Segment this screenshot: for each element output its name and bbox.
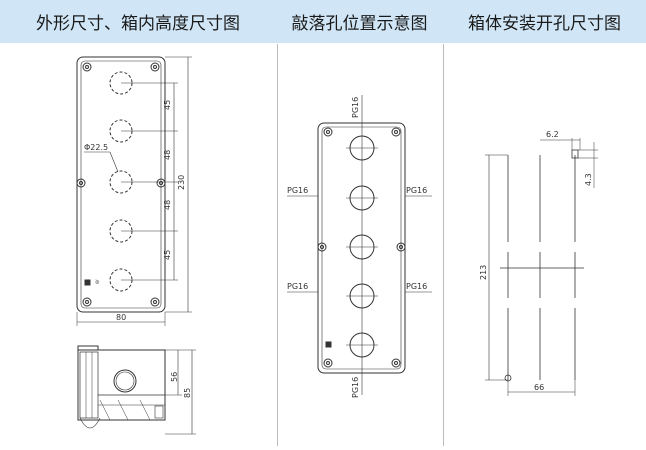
pitch-label-2: 48 — [163, 150, 172, 160]
header-knockout-positions: 敲落孔位置示意图 — [291, 14, 428, 34]
pitch-label-3: 48 — [163, 200, 172, 210]
hole-diameter-label-col3: 4.3 — [584, 173, 593, 186]
knockout-left-2-label: PG16 — [287, 282, 308, 291]
pitch-label-4: 45 — [163, 250, 172, 260]
knockout-drawing — [287, 95, 432, 395]
knockout-top-label: PG16 — [351, 97, 360, 118]
table-header: 外形尺寸、箱内高度尺寸图 敲落孔位置示意图 箱体安装开孔尺寸图 — [0, 0, 646, 43]
knockout-left-1-label: PG16 — [287, 186, 308, 195]
header-mounting-holes: 箱体安装开孔尺寸图 — [468, 14, 621, 34]
pitch-width-label: 66 — [534, 383, 544, 392]
knockout-right-2-label: PG16 — [406, 282, 427, 291]
hole-diameter-label: Φ22.5 — [84, 143, 108, 152]
side-view-drawing — [77, 345, 196, 435]
column-divider — [277, 44, 278, 446]
maker-mark: ঊ — [94, 279, 100, 286]
hole-offset-label: 6.2 — [546, 130, 559, 139]
pitch-label-1: 45 — [163, 100, 172, 110]
knockout-right-1-label: PG16 — [406, 186, 427, 195]
mounting-hole-drawing — [485, 138, 598, 396]
total-height-label: 230 — [177, 175, 186, 190]
width-label: 80 — [116, 313, 126, 322]
column-divider — [443, 44, 444, 446]
knockout-bottom-label: PG16 — [351, 377, 360, 398]
inner-height-label: 56 — [170, 372, 179, 382]
pitch-height-label: 213 — [479, 265, 488, 280]
header-outline-dimensions: 外形尺寸、箱内高度尺寸图 — [36, 14, 240, 34]
side-height-label: 85 — [183, 388, 192, 398]
front-view-drawing — [76, 56, 192, 326]
